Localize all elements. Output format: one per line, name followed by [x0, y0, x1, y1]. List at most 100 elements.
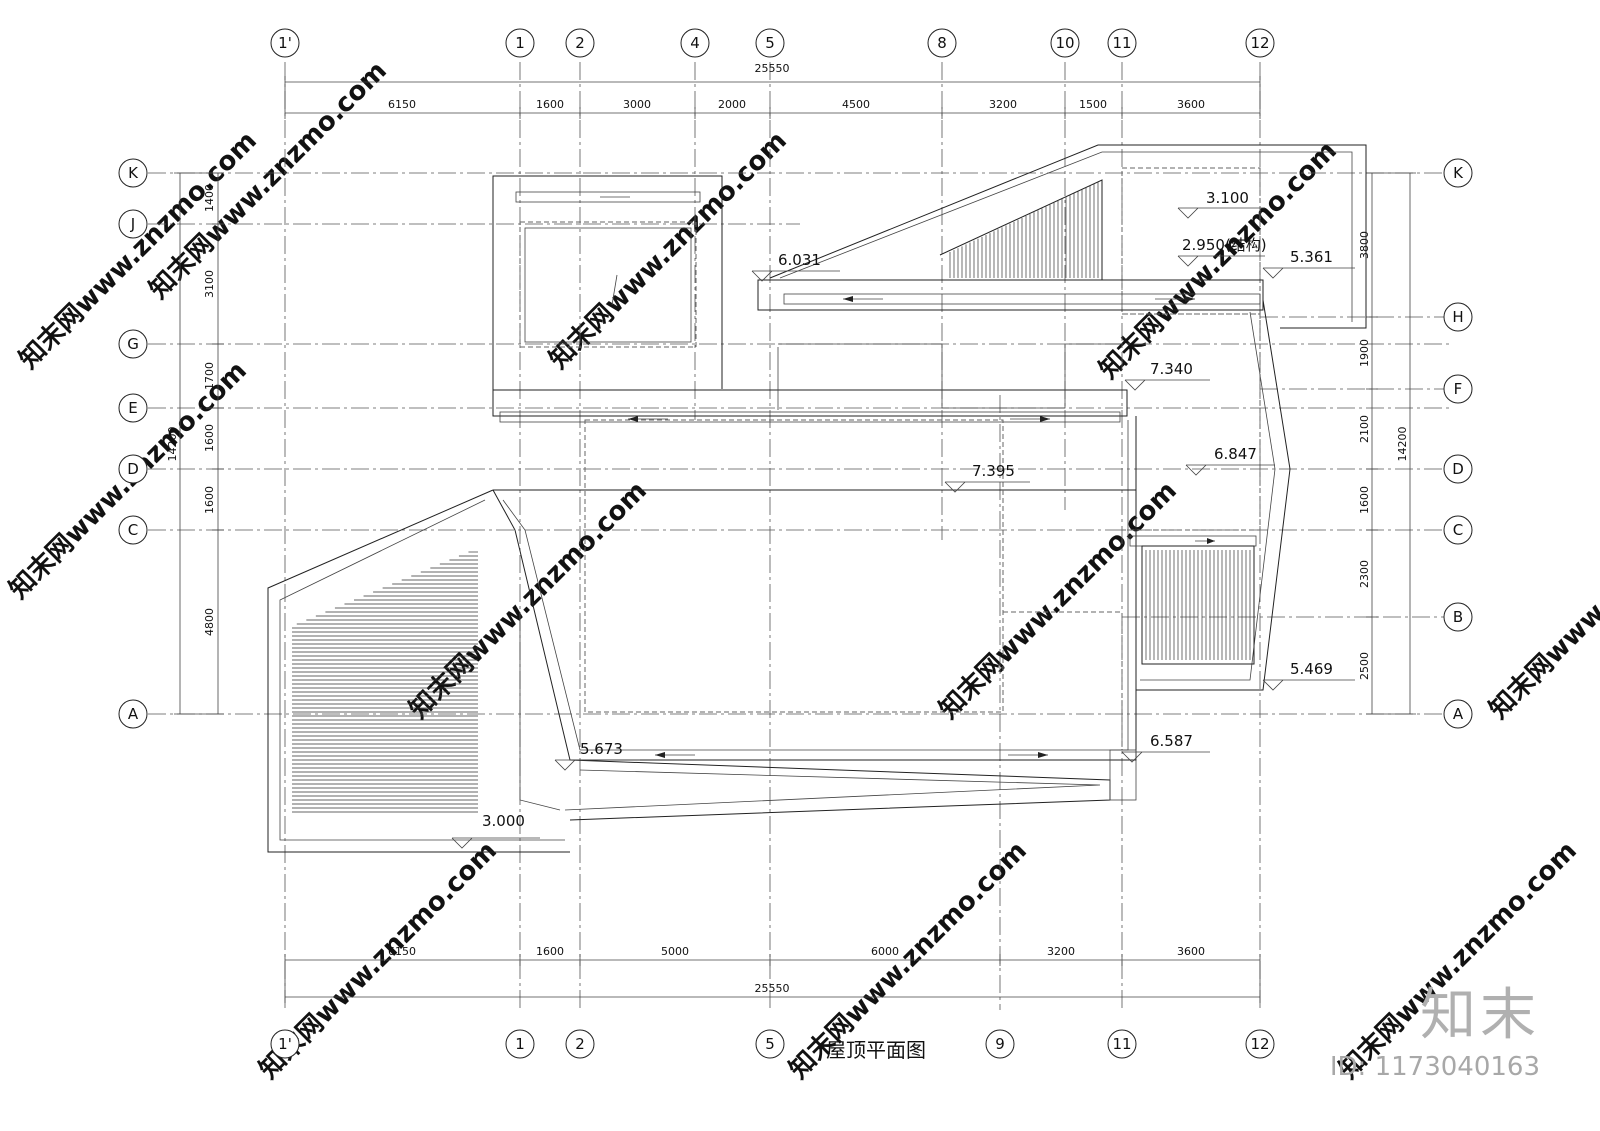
svg-text:9: 9 [995, 1035, 1005, 1053]
dimension-label: 3200 [1047, 945, 1075, 958]
svg-text:6.847: 6.847 [1214, 445, 1257, 463]
brand-logo: 知末 ID: 1173040163 [1329, 983, 1540, 1083]
watermark: 知末网www.znzmo.com [1484, 476, 1600, 725]
svg-text:1: 1 [515, 1035, 525, 1053]
brand-name: 知末 [1420, 983, 1540, 1048]
elevation-mark: 6.031 [751, 251, 840, 282]
dimension-label: 25550 [755, 982, 790, 995]
dimension-label: 2300 [1358, 560, 1371, 588]
svg-text:4: 4 [690, 34, 700, 52]
svg-text:1': 1' [278, 34, 292, 52]
svg-text:5: 5 [765, 34, 775, 52]
axis-bubble: C [118, 515, 148, 545]
axis-bubble: 11 [1107, 1029, 1137, 1059]
axis-bubble: D [118, 454, 148, 484]
svg-text:6.587: 6.587 [1150, 732, 1193, 750]
elevation-mark: 5.673 [554, 740, 640, 771]
dimension-label: 6150 [388, 98, 416, 111]
svg-text:8: 8 [937, 34, 947, 52]
dimension-label: 3600 [1177, 98, 1205, 111]
axis-bubble: K [1443, 158, 1473, 188]
dimension-label: 5000 [661, 945, 689, 958]
dimension-label: 3100 [203, 270, 216, 298]
bottom-dimension-chain: 6150 1600 5000 6000 3200 3600 25550 [284, 945, 1261, 1003]
hatch-west-roof [292, 551, 478, 813]
svg-text:K: K [128, 164, 139, 182]
axis-bubble: C [1443, 515, 1473, 545]
dimension-label: 1900 [1358, 339, 1371, 367]
axis-bubble: 1' [270, 1029, 300, 1059]
right-dimension-chain: 3800 1900 2100 1600 2300 2500 14200 [1358, 172, 1416, 715]
dimension-label: 1500 [1079, 98, 1107, 111]
watermark: 知末网www.znzmo.com [934, 476, 1183, 725]
dimension-label: 14200 [1396, 427, 1409, 462]
axis-bubble: 1' [270, 28, 300, 58]
axis-bubble: D [1443, 454, 1473, 484]
svg-text:5: 5 [765, 1035, 775, 1053]
watermark: 知末网www.znzmo.com [404, 476, 653, 725]
axis-bubble: K [118, 158, 148, 188]
axis-bubble: 12 [1245, 28, 1275, 58]
svg-text:7.340: 7.340 [1150, 360, 1193, 378]
axis-bubble: 2 [565, 28, 595, 58]
svg-text:5.469: 5.469 [1290, 660, 1333, 678]
svg-text:J: J [130, 215, 135, 233]
dimension-label: 6000 [871, 945, 899, 958]
axis-bubble: A [1443, 699, 1473, 729]
svg-text:C: C [1453, 521, 1463, 539]
svg-text:G: G [127, 335, 139, 353]
axis-bubble: F [1443, 374, 1473, 404]
elevation-mark: 6.847 [1185, 445, 1275, 476]
dimension-label: 1600 [536, 98, 564, 111]
axis-bubble: 2 [565, 1029, 595, 1059]
dimension-label: 4800 [203, 608, 216, 636]
svg-text:D: D [127, 460, 139, 478]
image-id-label: ID: 1173040163 [1329, 1052, 1540, 1082]
drawing-title: 屋顶平面图 [826, 1038, 926, 1062]
axis-bubble: 1 [505, 28, 535, 58]
svg-text:2: 2 [575, 34, 585, 52]
svg-text:1': 1' [278, 1035, 292, 1053]
dimension-label: 1700 [203, 362, 216, 390]
axis-bubble: B [1443, 602, 1473, 632]
axis-bubble: 11 [1107, 28, 1137, 58]
elevation-mark: 7.340 [1124, 360, 1210, 391]
watermark: 知末网www.znzmo.com [544, 126, 793, 375]
dimension-label: 14200 [166, 427, 179, 462]
svg-text:K: K [1453, 164, 1464, 182]
dimension-label: 3600 [1177, 945, 1205, 958]
axis-bubble: 9 [985, 1029, 1015, 1059]
svg-text:11: 11 [1112, 1035, 1131, 1053]
axis-bubble: 5 [755, 28, 785, 58]
hatch-east-roof [1145, 550, 1251, 660]
svg-text:1: 1 [515, 34, 525, 52]
dimension-label: 1400 [203, 184, 216, 212]
svg-text:2: 2 [575, 1035, 585, 1053]
dimension-label: 1600 [203, 424, 216, 452]
svg-text:6.031: 6.031 [778, 251, 821, 269]
dimension-label: 25550 [755, 62, 790, 75]
horizontal-grid-lines [148, 172, 1452, 715]
svg-text:A: A [128, 705, 139, 723]
svg-text:D: D [1452, 460, 1464, 478]
dimension-label: 2000 [718, 98, 746, 111]
elevation-mark: 5.361 [1262, 248, 1355, 279]
right-axis-bubbles: K H F D C B A [1443, 158, 1473, 729]
svg-text:3.000: 3.000 [482, 812, 525, 830]
svg-text:C: C [128, 521, 138, 539]
axis-bubble: J [118, 209, 148, 239]
watermark: 知末网www.znzmo.com [144, 56, 393, 305]
svg-text:E: E [128, 399, 137, 417]
elevation-mark: 7.395 [944, 462, 1030, 493]
dimension-label: 2500 [1358, 652, 1371, 680]
left-dimension-chain: 14200 1400 3100 1700 1600 1600 4800 [166, 172, 224, 715]
svg-text:H: H [1452, 308, 1463, 326]
elevation-mark: 5.469 [1262, 660, 1355, 691]
building-outline [267, 144, 1367, 853]
svg-text:11: 11 [1112, 34, 1131, 52]
svg-text:5.361: 5.361 [1290, 248, 1333, 266]
svg-text:3.100: 3.100 [1206, 189, 1249, 207]
dimension-label: 1600 [203, 486, 216, 514]
axis-bubble: 8 [927, 28, 957, 58]
